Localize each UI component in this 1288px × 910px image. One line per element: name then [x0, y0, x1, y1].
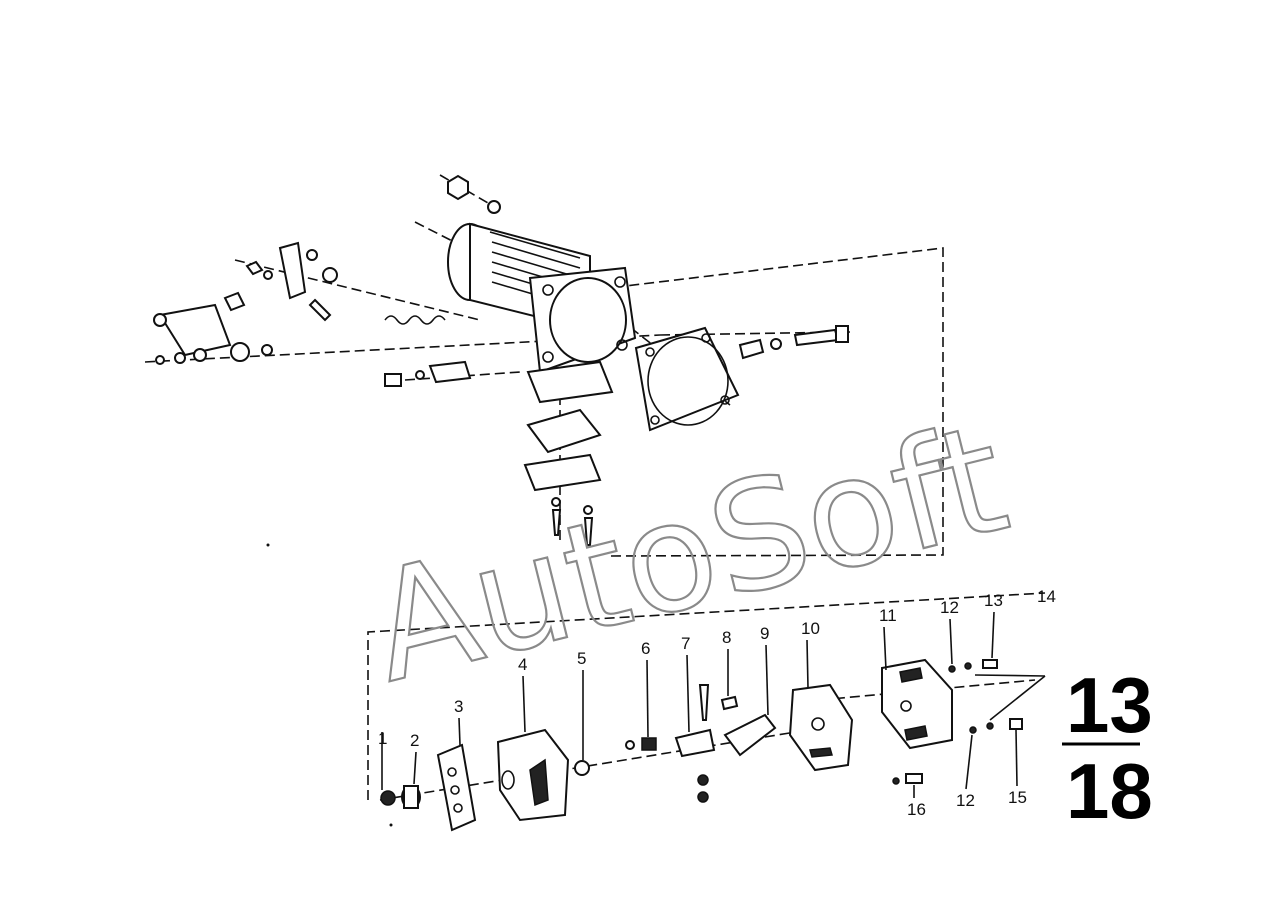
callout-11: 11	[879, 606, 897, 625]
callout-8: 8	[722, 628, 731, 647]
axis-line	[439, 174, 501, 211]
callout-13: 13	[984, 591, 1003, 610]
part-12-washer	[948, 665, 956, 673]
axis-line	[234, 259, 481, 321]
leader-line	[989, 675, 1046, 721]
lower-frame-line	[367, 592, 1046, 800]
screw	[698, 684, 710, 721]
part-8-pin	[720, 695, 739, 711]
callout-7: 7	[681, 634, 690, 653]
part-4-switch-housing	[496, 728, 570, 822]
callout-1: 1	[378, 729, 387, 748]
washer	[551, 497, 561, 507]
part-12-washer	[964, 662, 972, 670]
leader-line	[974, 674, 1046, 677]
upper-frame-line	[524, 247, 944, 557]
throttle-switch-assembly	[367, 592, 1046, 832]
callout-15: 15	[1008, 788, 1027, 807]
throttle-lever-linkage	[153, 241, 338, 365]
callout-3: 3	[454, 697, 463, 716]
washer	[583, 505, 593, 515]
throttle-housing	[447, 222, 637, 404]
speck	[266, 543, 270, 547]
part-3-contact-block	[436, 743, 477, 832]
callout-9: 9	[760, 624, 769, 643]
callout-16: 16	[907, 800, 926, 819]
callout-2: 2	[410, 731, 419, 750]
callout-4: 4	[518, 655, 527, 674]
part-9-bracket	[723, 713, 777, 757]
clip	[428, 360, 472, 384]
section-number-top: 13	[1066, 661, 1153, 749]
part-12-washer	[969, 726, 977, 734]
idle-adjust-screw	[738, 325, 849, 360]
callout-10: 10	[801, 619, 820, 638]
speck	[389, 823, 393, 827]
nut	[697, 791, 709, 803]
part-13-screw	[982, 659, 998, 669]
section-number-bottom: 18	[1066, 747, 1153, 835]
washer	[892, 777, 900, 785]
callout-5: 5	[577, 649, 586, 668]
part-1-nut	[380, 790, 396, 806]
nut	[447, 174, 469, 201]
part-14-washer	[986, 722, 994, 730]
screw-head	[384, 373, 402, 387]
callout-6: 6	[641, 639, 650, 658]
screw	[551, 509, 562, 536]
throttle-body-assembly	[144, 174, 944, 557]
part-2-spacer	[401, 785, 421, 809]
part-6-bushing	[625, 737, 657, 751]
callout-12-top: 12	[940, 598, 959, 617]
valve-plate	[523, 453, 602, 492]
washer	[415, 370, 425, 380]
part-5-washer	[574, 760, 590, 776]
part-15-screw	[1009, 718, 1023, 730]
part-10-cover	[788, 683, 854, 772]
nut	[697, 774, 709, 786]
section-number: 13 18	[1062, 661, 1153, 835]
screw	[583, 517, 594, 546]
part-11-mounting-plate	[881, 658, 953, 750]
flange-gasket	[634, 326, 740, 432]
axis-line	[404, 371, 521, 381]
part-16-screw	[905, 773, 923, 784]
washer	[487, 200, 501, 214]
callout-labels: 1 2 3 4 5 6 7 8 9 10 11 12 13 14 12 15 1…	[378, 587, 1056, 819]
part-7-switch-lever	[674, 728, 716, 758]
callout-12-bottom: 12	[956, 791, 975, 810]
return-spring	[384, 315, 446, 325]
valve-gasket	[526, 408, 602, 454]
callout-14: 14	[1037, 587, 1056, 606]
